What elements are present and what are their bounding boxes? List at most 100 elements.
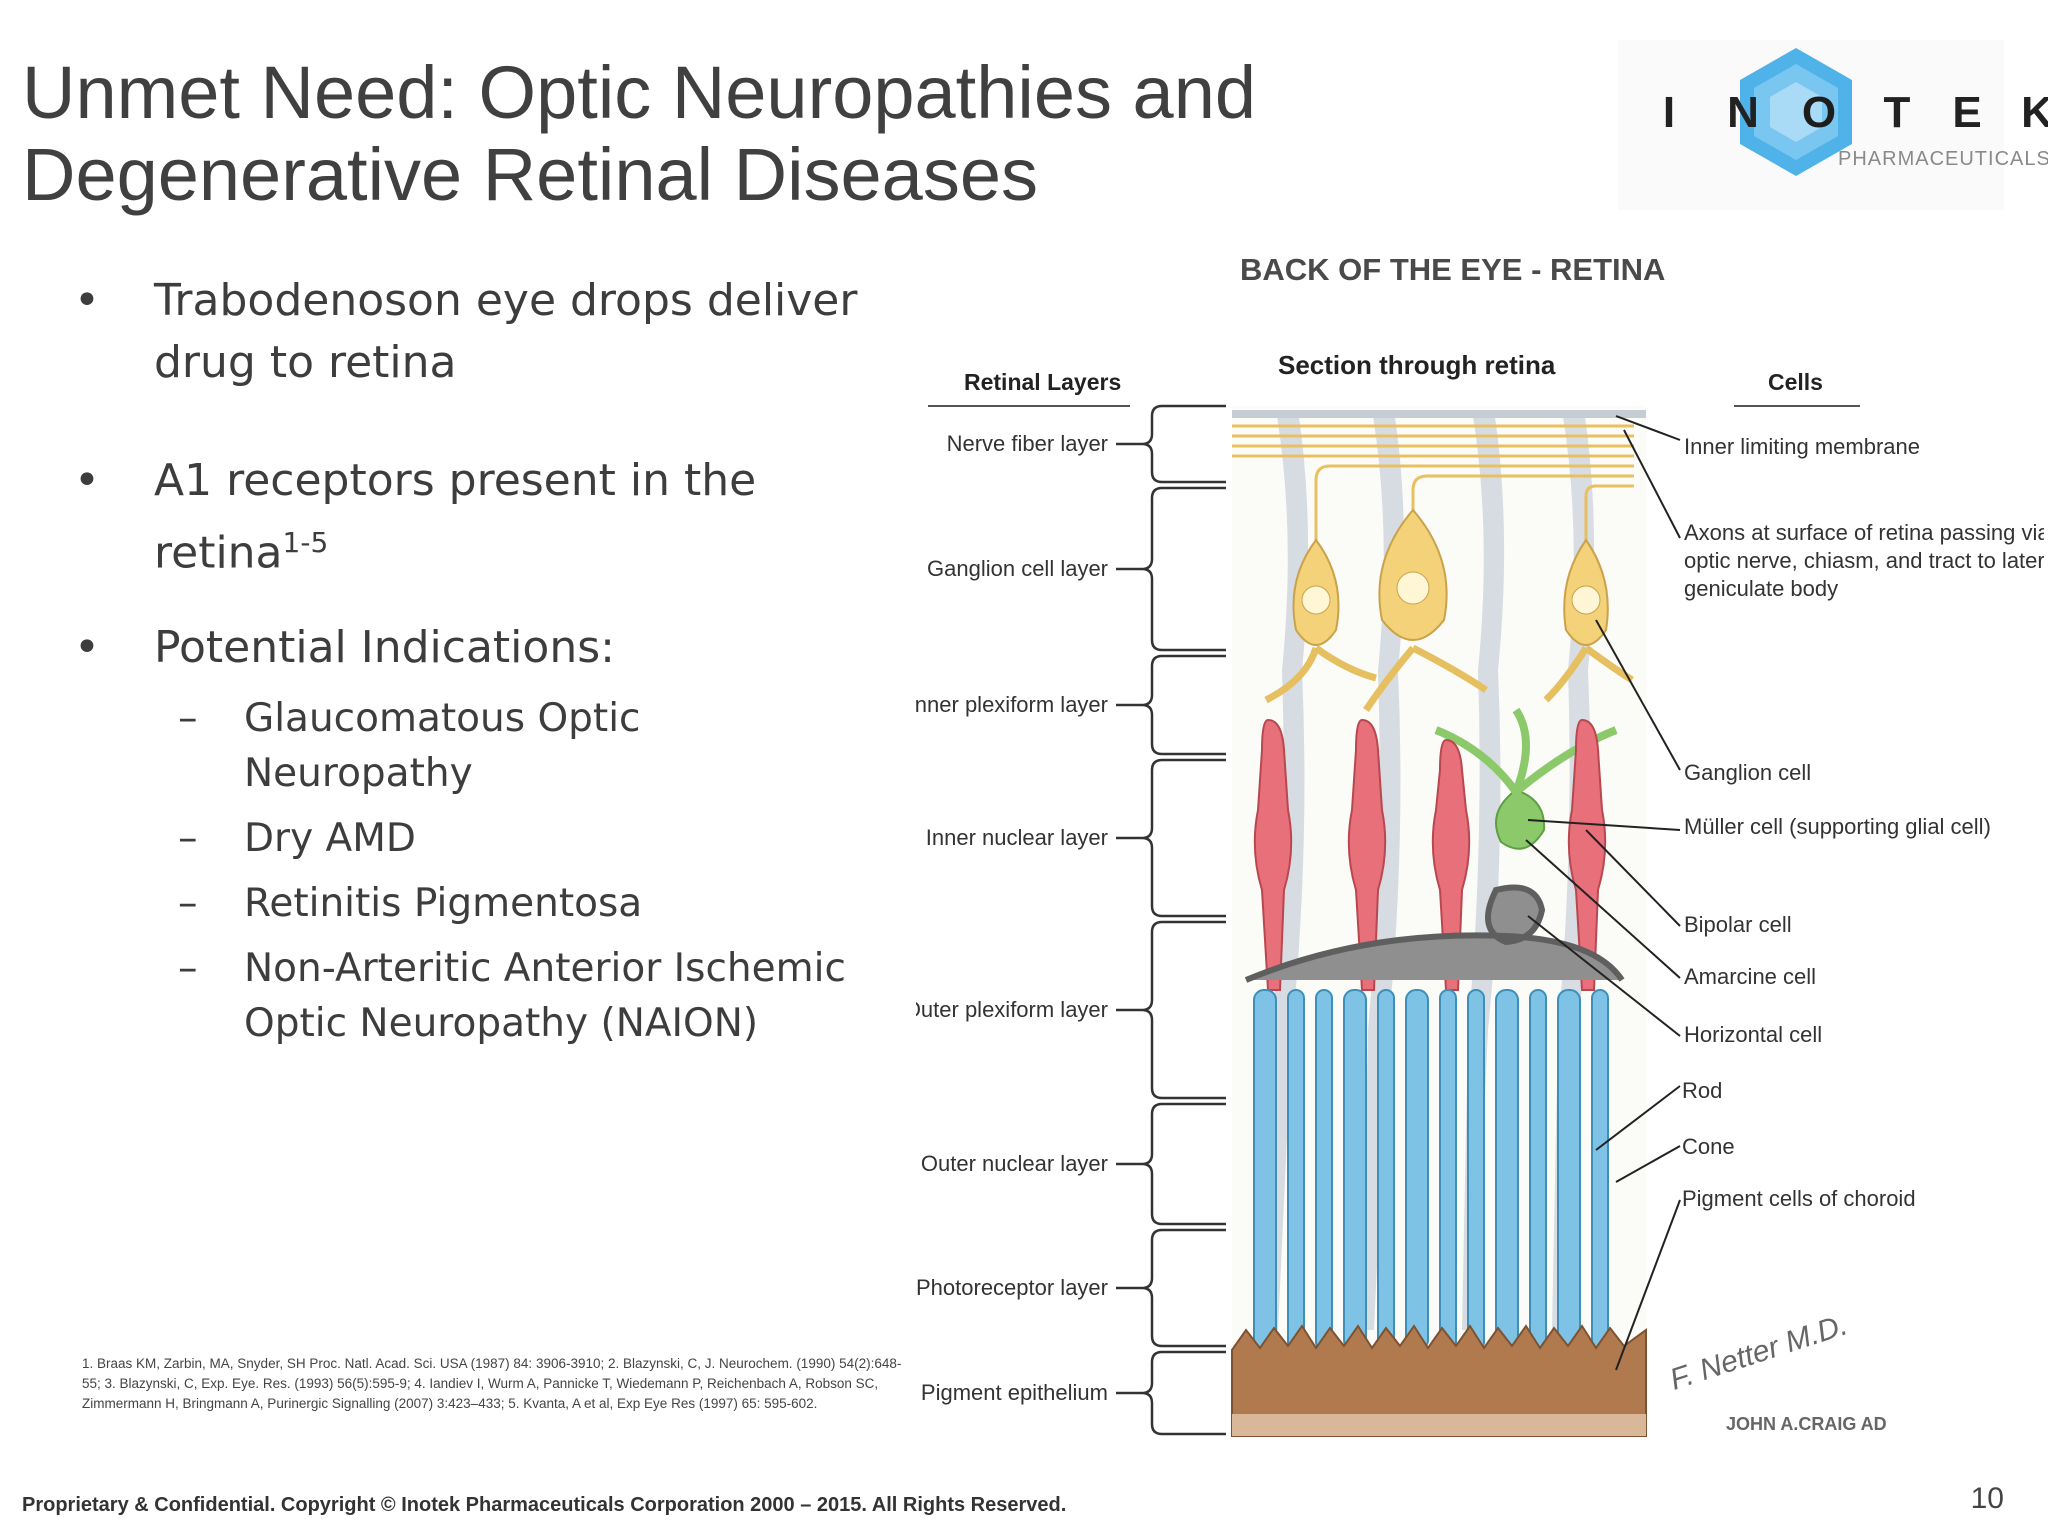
bullet-marker: • xyxy=(74,621,100,673)
inner-limiting-membrane xyxy=(1232,410,1646,418)
pointer-line xyxy=(1615,415,1681,441)
cell-label: Cone xyxy=(1682,1134,1735,1159)
bullet-list: • Trabodenoson eye drops deliver drug to… xyxy=(74,270,894,1051)
logo-letter: T xyxy=(1883,88,1911,137)
pointer-line xyxy=(1527,819,1681,831)
logo-letter: N xyxy=(1727,88,1759,137)
cell-label: Ganglion cell xyxy=(1684,760,1811,785)
layer-bracket xyxy=(1116,920,1226,1100)
layer-label: Photoreceptor layer xyxy=(916,1275,1108,1300)
dash-marker: – xyxy=(178,695,198,741)
pointer-line xyxy=(1525,839,1681,979)
layer-label: Pigment epithelium xyxy=(921,1380,1108,1405)
photoreceptor-cell xyxy=(1315,989,1333,1351)
horizontal-cell xyxy=(1244,884,1625,983)
photoreceptor-cell xyxy=(1591,989,1609,1351)
bullet-text: Trabodenoson eye drops deliver xyxy=(154,275,858,326)
indication-text: Non-Arteritic Anterior Ischemic xyxy=(244,945,846,991)
pointer-line xyxy=(1595,1085,1681,1151)
layer-bracket xyxy=(1116,1350,1226,1436)
layer-label: Inner nuclear layer xyxy=(926,825,1108,850)
layer-bracket xyxy=(1116,1102,1226,1226)
artist-signature-2: JOHN A.CRAIG AD xyxy=(1726,1414,1887,1434)
layer-bracket xyxy=(1116,654,1226,756)
logo-letter: I xyxy=(1662,88,1676,137)
pointer-line xyxy=(1615,1145,1681,1183)
amacrine-dendrites xyxy=(1434,707,1618,796)
bullet-marker: • xyxy=(74,275,100,326)
indication-item: – Dry AMD xyxy=(74,811,894,866)
retina-diagram: Retinal Layers Section through retina Ce… xyxy=(916,350,2044,1437)
photoreceptor-cell xyxy=(1529,989,1547,1351)
ganglion-dendrites xyxy=(1264,644,1634,712)
photoreceptor-cell xyxy=(1495,989,1519,1351)
bullet-text: Potential Indications: xyxy=(154,621,615,673)
cell-label: Amarcine cell xyxy=(1684,964,1816,989)
photoreceptor-cell xyxy=(1343,989,1367,1351)
cell-label: Bipolar cell xyxy=(1684,912,1792,937)
indication-text: Dry AMD xyxy=(244,815,416,861)
axon-fiber xyxy=(1584,484,1634,540)
indication-item: – Retinitis Pigmentosa xyxy=(74,876,894,931)
cell-label: Inner limiting membrane xyxy=(1684,434,1920,459)
layer-label: Ganglion cell layer xyxy=(927,556,1108,581)
photoreceptor-cell xyxy=(1287,989,1305,1351)
references: 1. Braas KM, Zarbin, MA, Snyder, SH Proc… xyxy=(82,1356,902,1411)
layer-bracket xyxy=(1116,486,1226,652)
section-title: Section through retina xyxy=(1278,350,1556,380)
cell-label: Rod xyxy=(1682,1078,1722,1103)
slide-title: Unmet Need: Optic Neuropathies and Degen… xyxy=(22,52,1256,216)
dash-marker: – xyxy=(178,945,198,991)
cell-label: Müller cell (supporting glial cell) xyxy=(1684,814,1991,839)
bullet-item: • Potential Indications: xyxy=(74,617,894,679)
choroid-band xyxy=(1232,1414,1646,1436)
layer-bracket xyxy=(1116,404,1226,484)
cell-label: geniculate body xyxy=(1684,576,1838,601)
ganglion-nucleus xyxy=(1571,585,1601,615)
indication-text: Optic Neuropathy (NAION) xyxy=(244,1000,759,1046)
indication-item: – Glaucomatous Optic Neuropathy xyxy=(74,691,894,801)
logo-letter: E xyxy=(1952,88,1982,137)
axon-fiber xyxy=(1411,474,1634,510)
indication-item: – Non-Arteritic Anterior Ischemic Optic … xyxy=(74,941,894,1051)
indication-text: Glaucomatous Optic xyxy=(244,695,641,741)
photoreceptor-cell xyxy=(1557,989,1581,1351)
cell-label: Horizontal cell xyxy=(1684,1022,1822,1047)
photoreceptor-cell xyxy=(1253,989,1277,1351)
bullet-item: • A1 receptors present in the retina1-5 xyxy=(74,450,894,585)
indication-text: Retinitis Pigmentosa xyxy=(244,880,643,926)
bullet-text: drug to retina xyxy=(154,337,457,388)
photoreceptor-cell xyxy=(1467,989,1485,1351)
indication-text: Neuropathy xyxy=(244,750,473,796)
layer-bracket xyxy=(1116,1228,1226,1348)
logo-hexagon-icon xyxy=(1740,48,1852,176)
ganglion-nucleus xyxy=(1396,571,1430,605)
pointer-line xyxy=(1527,915,1681,1037)
artist-signature: F. Netter M.D. xyxy=(1666,1308,1852,1396)
layer-label: Nerve fiber layer xyxy=(947,431,1108,456)
axon-fiber xyxy=(1314,464,1634,540)
layer-label: Outer plexiform layer xyxy=(916,997,1108,1022)
bipolar-cell xyxy=(1253,718,1293,991)
bullet-item: • Trabodenoson eye drops deliver drug to… xyxy=(74,270,894,394)
cell-label: optic nerve, chiasm, and tract to latera… xyxy=(1684,548,2044,573)
pointer-line xyxy=(1585,829,1681,927)
photoreceptor-cell xyxy=(1405,989,1429,1351)
bipolar-cell xyxy=(1567,718,1607,991)
figure-heading: BACK OF THE EYE - RETINA xyxy=(1240,252,1666,287)
retina-illustration xyxy=(1231,406,1647,1437)
logo-letter: K xyxy=(2021,88,2048,137)
ganglion-nucleus xyxy=(1301,585,1331,615)
photoreceptor-cell xyxy=(1439,989,1457,1351)
title-line-1: Unmet Need: Optic Neuropathies and xyxy=(22,51,1257,134)
bullet-text: A1 receptors present in the xyxy=(154,455,757,506)
dash-marker: – xyxy=(178,880,198,926)
bipolar-cell xyxy=(1347,718,1387,991)
bullet-text: retina xyxy=(154,527,283,579)
pointer-line xyxy=(1595,619,1681,771)
amacrine-cell xyxy=(1495,788,1546,850)
page-number: 10 xyxy=(1970,1482,2004,1515)
pointer-line xyxy=(1623,429,1681,539)
